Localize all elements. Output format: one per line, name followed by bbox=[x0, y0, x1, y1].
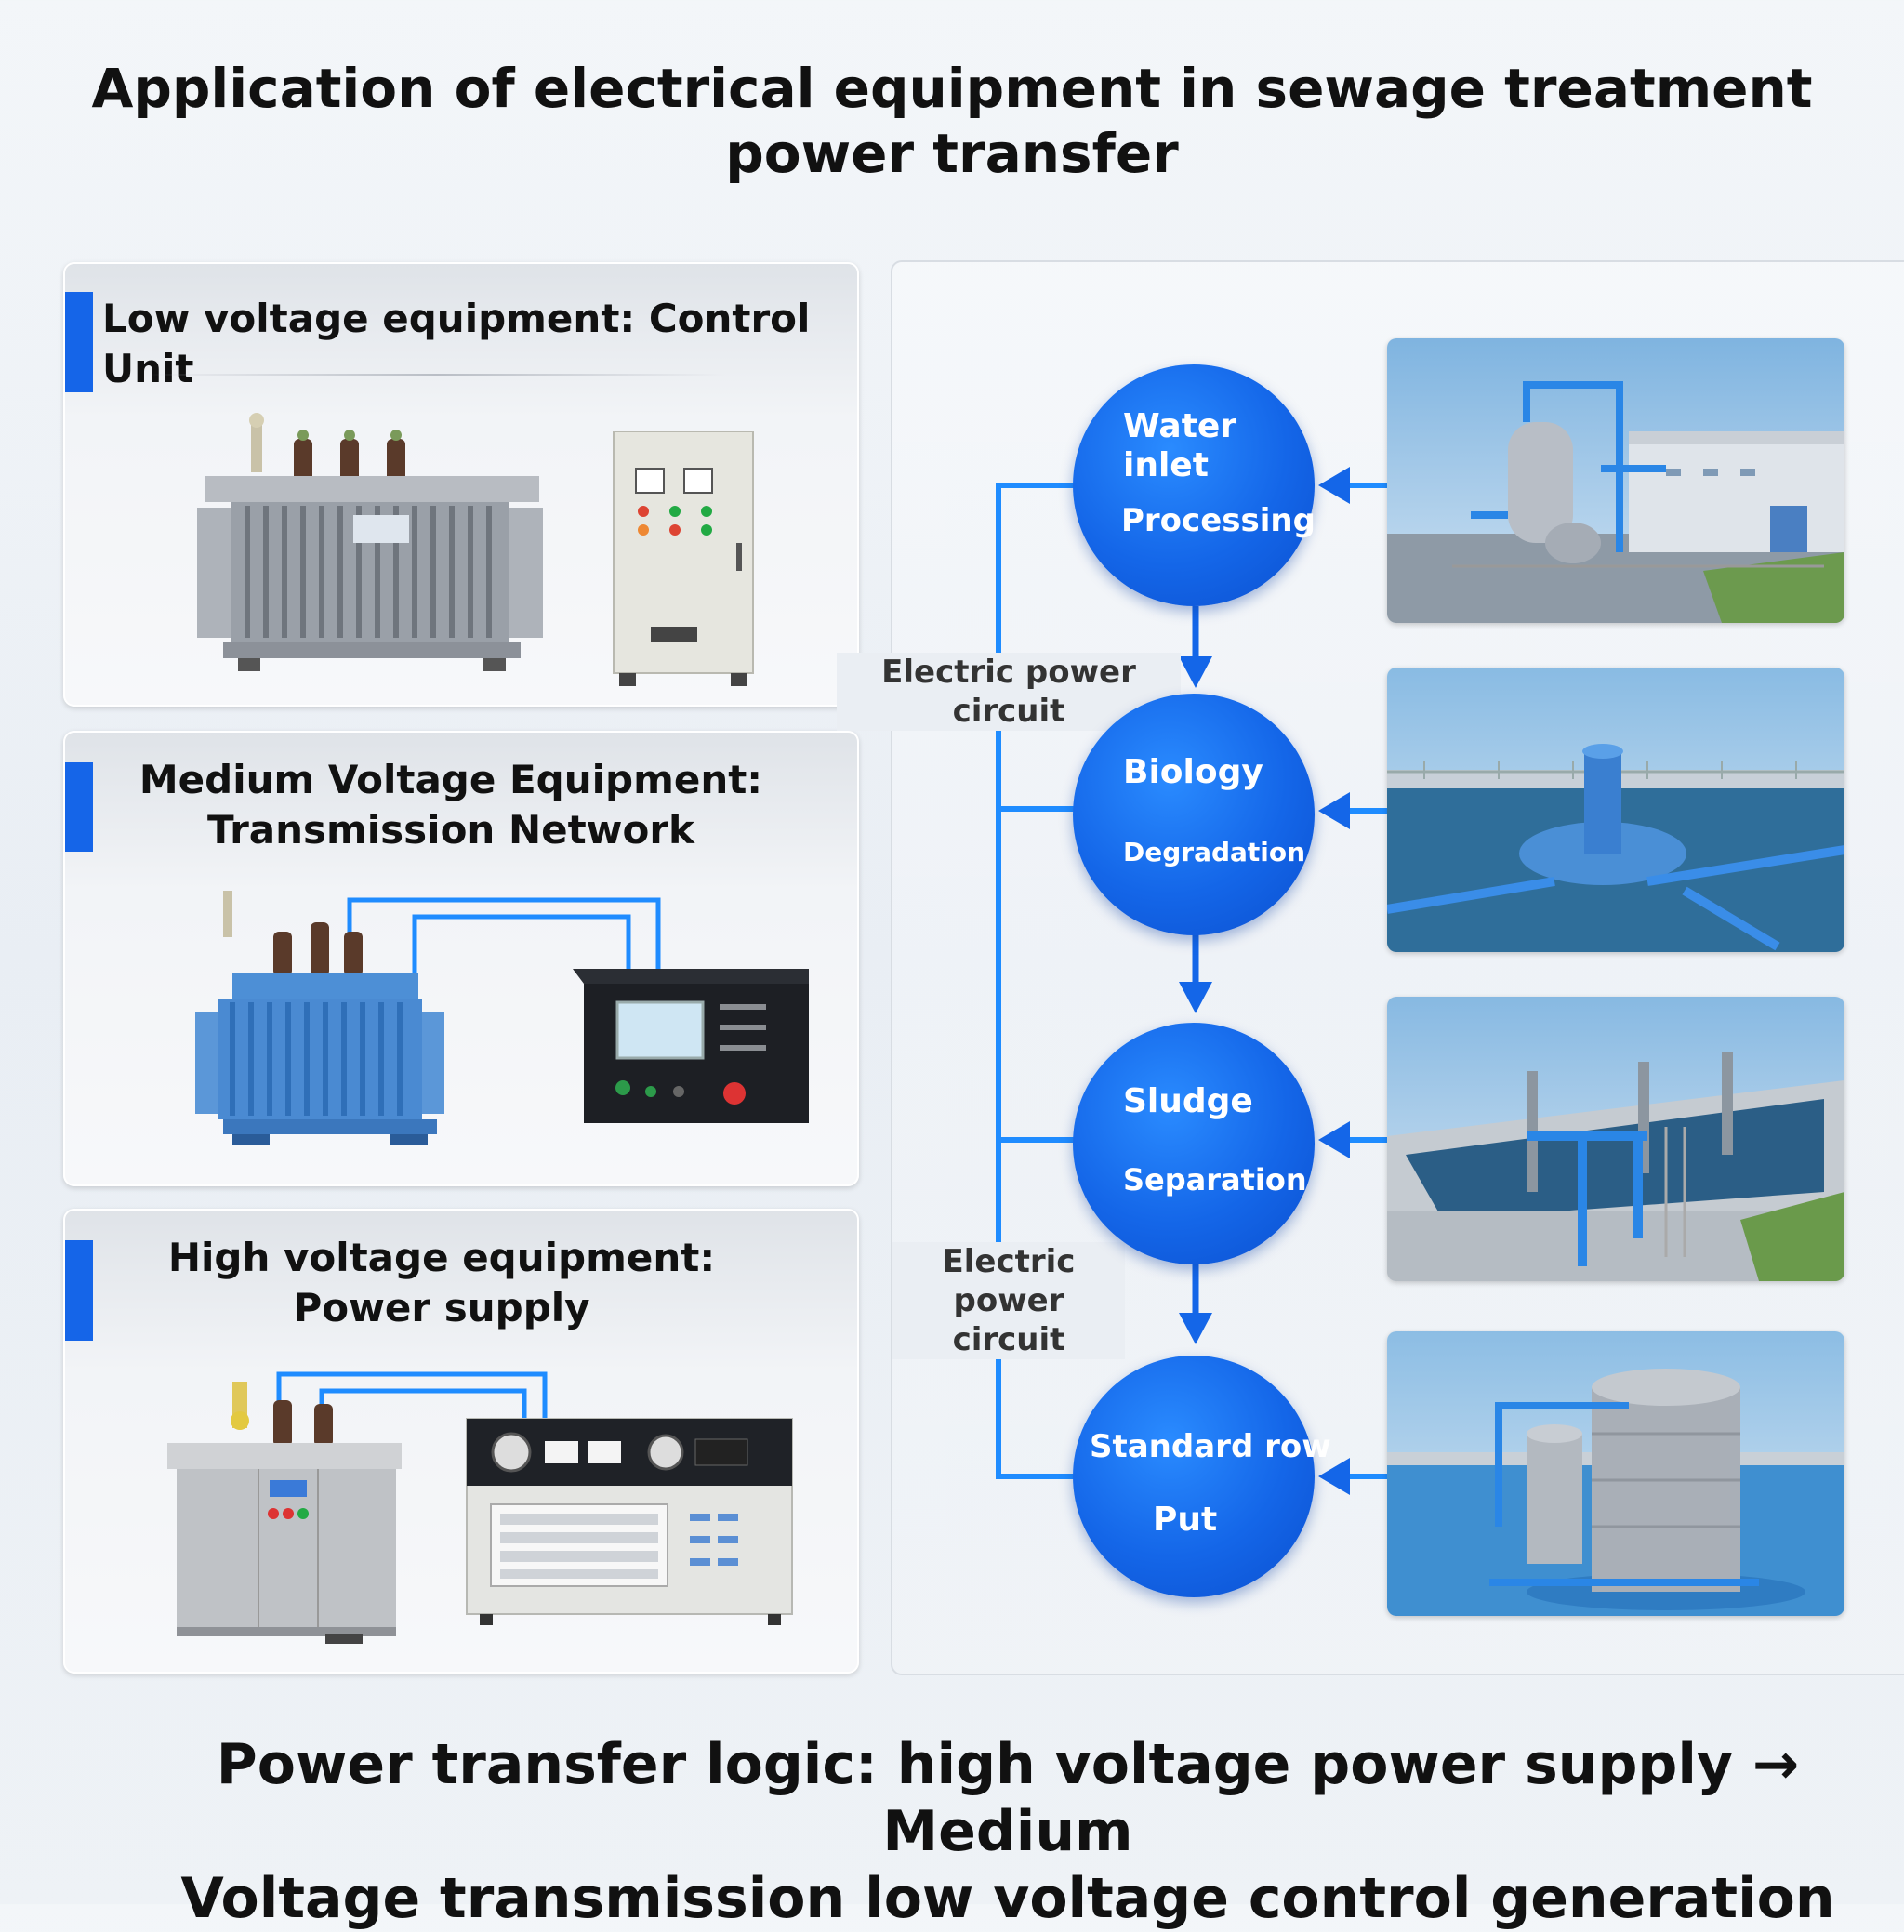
circuit-label-bottom-line-2: power circuit bbox=[952, 1282, 1065, 1358]
power-supply-illustration bbox=[167, 1371, 793, 1644]
panel-heading: Medium Voltage Equipment: Transmission N… bbox=[65, 755, 837, 855]
control-cabinet-illustration bbox=[613, 431, 754, 686]
node-label-line-1: Sludge bbox=[1123, 1082, 1253, 1120]
node-water-inlet[interactable]: Water inlet Processing bbox=[1073, 364, 1316, 606]
node-standard-discharge[interactable]: Standard row Put bbox=[1073, 1356, 1331, 1597]
footer-line-2: Voltage transmission low voltage control… bbox=[180, 1866, 1835, 1931]
panel-accent-bar bbox=[65, 1240, 93, 1341]
node-label-line-2: Degradation bbox=[1123, 837, 1306, 867]
panel-medium-voltage: Medium Voltage Equipment: Transmission N… bbox=[63, 731, 859, 1186]
transformer-illustration bbox=[197, 413, 543, 671]
panel-accent-bar bbox=[65, 762, 93, 852]
panel-heading-line-2: Transmission Network bbox=[207, 807, 694, 853]
panel-high-voltage: High voltage equipment: Power supply bbox=[63, 1209, 859, 1674]
node-label-line-2: Put bbox=[1153, 1501, 1218, 1539]
node-label-line-2: inlet bbox=[1123, 446, 1209, 484]
title-line-2: power transfer bbox=[725, 122, 1179, 185]
node-label-line-1: Water bbox=[1123, 407, 1237, 445]
node-biology-degradation[interactable]: Biology Degradation bbox=[1073, 694, 1315, 935]
panel-accent-bar bbox=[65, 292, 93, 392]
circuit-label-bottom: Electric power circuit bbox=[892, 1242, 1125, 1359]
water-inlet-facility-image bbox=[1387, 338, 1844, 623]
title-line-1: Application of electrical equipment in s… bbox=[91, 57, 1813, 120]
panel-heading-line-1: High voltage equipment: bbox=[167, 1235, 716, 1280]
node-label-line-3: Processing bbox=[1121, 502, 1316, 539]
node-label-line-1: Standard row bbox=[1090, 1428, 1331, 1465]
discharge-storage-tank-image bbox=[1387, 1331, 1844, 1616]
circuit-label-bottom-line-1: Electric bbox=[942, 1243, 1076, 1280]
biological-treatment-tank-image bbox=[1387, 668, 1844, 952]
panel-heading: High voltage equipment: Power supply bbox=[65, 1233, 818, 1333]
node-label-line-2: Separation bbox=[1123, 1162, 1307, 1198]
panel-heading-line-1: Medium Voltage Equipment: bbox=[139, 757, 763, 802]
footer-line-1: Power transfer logic: high voltage power… bbox=[216, 1732, 1800, 1864]
panel-heading-line-2: Power supply bbox=[293, 1285, 590, 1330]
power-transfer-logic-caption: Power transfer logic: high voltage power… bbox=[0, 1731, 1904, 1932]
sludge-separation-tank-image bbox=[1387, 997, 1844, 1281]
transmission-equipment-illustration bbox=[195, 891, 809, 1145]
page-title: Application of electrical equipment in s… bbox=[0, 56, 1904, 186]
panel-heading: Low voltage equipment: Control Unit bbox=[102, 296, 811, 391]
node-label-line-1: Biology bbox=[1123, 753, 1263, 791]
node-sludge-separation[interactable]: Sludge Separation bbox=[1073, 1023, 1315, 1264]
heading-divider bbox=[149, 374, 725, 376]
panel-low-voltage: Low voltage equipment: Control Unit bbox=[63, 262, 859, 707]
